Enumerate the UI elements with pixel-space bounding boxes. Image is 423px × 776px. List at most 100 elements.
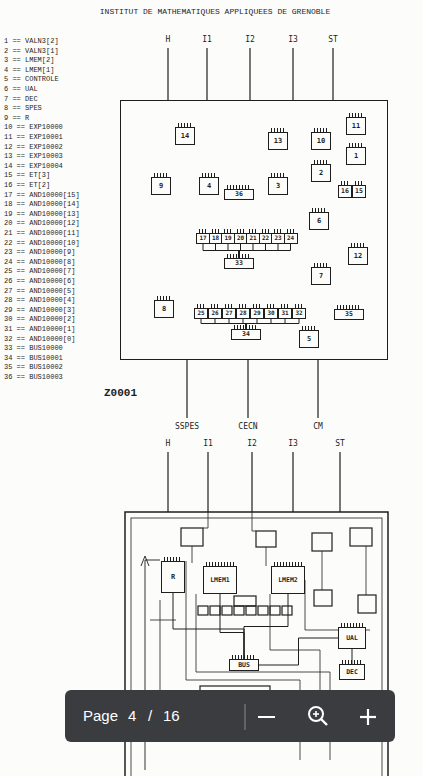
component-key: 14 == EXP10004: [4, 163, 63, 170]
component-key: 27 == AND10000[5]: [4, 288, 75, 295]
viewer-control: Page: [83, 708, 118, 723]
drawing-stroke: [192, 546, 193, 563]
component-key: 19 == AND10000[13]: [4, 211, 80, 218]
viewer-control: 16: [163, 708, 180, 723]
signal-name: CM: [313, 423, 323, 431]
signal-name: SSPES: [175, 423, 199, 431]
component-key: 16 == ET[2]: [4, 182, 50, 189]
chip-box: 34: [231, 329, 261, 340]
board-name: Z0001: [104, 387, 137, 399]
chip-number: 28: [239, 310, 246, 316]
signal-name: I3: [288, 36, 298, 44]
stroke-group: [125, 48, 388, 776]
drawing-stroke: [167, 452, 168, 512]
chip-box: 31: [278, 308, 292, 319]
chip-box: BUS: [229, 659, 259, 671]
chip-number: 36: [235, 191, 243, 198]
chip-box: 15: [352, 185, 366, 198]
drawing-stroke: [198, 606, 208, 615]
component-key: 12 == EXP10002: [4, 144, 63, 151]
drawing-stroke: [270, 594, 380, 700]
drawing-stroke: [210, 606, 220, 615]
drawing-stroke: [309, 707, 323, 721]
chip-number: 31: [281, 310, 288, 316]
component-key: 2 == VALN3[1]: [4, 48, 59, 55]
chip-number: BUS: [238, 662, 250, 669]
drawing-stroke: [322, 551, 323, 590]
component-key: 31 == AND10000[1]: [4, 326, 75, 333]
chip-box: 4: [199, 177, 219, 195]
signal-name: ST: [328, 36, 338, 44]
component-key: 7 == DEC: [4, 96, 38, 103]
chip-number: LMEM1: [210, 577, 230, 584]
chip-number: 32: [295, 310, 302, 316]
component-key: 26 == AND10000[6]: [4, 278, 75, 285]
chip-box: 32: [292, 308, 306, 319]
chip-box: LMEM2: [271, 566, 305, 594]
chip-box: 16: [338, 185, 352, 198]
chip-number: 1: [354, 153, 358, 160]
component-key: 36 == BUS10003: [4, 374, 63, 381]
drawing-stroke: [207, 452, 208, 512]
chip-box: R: [161, 561, 185, 593]
signal-name: H: [166, 36, 171, 44]
component-key: 35 == BUS10002: [4, 364, 63, 371]
chip-number: 24: [287, 235, 294, 241]
wire: [259, 638, 338, 665]
component-key: 10 == EXP10000: [4, 124, 63, 131]
chip-number: 18: [212, 235, 219, 241]
chip-box: 11: [346, 117, 366, 135]
signal-name: I1: [203, 440, 213, 448]
signal-name: CECN: [238, 423, 257, 431]
viewer-control: /: [148, 708, 152, 723]
chip-box: UAL: [338, 627, 366, 649]
chip-number: 10: [317, 138, 325, 145]
chip-box: 24: [284, 233, 298, 244]
wire: [220, 594, 244, 659]
drawing-stroke: [249, 48, 250, 100]
drawing-stroke: [141, 556, 149, 566]
signal-name: H: [166, 440, 171, 448]
component-key: 28 == AND10000[4]: [4, 297, 75, 304]
component-key: 32 == AND10000[0]: [4, 336, 75, 343]
drawing-stroke: [282, 606, 292, 615]
chip-number: 17: [199, 235, 206, 241]
chip-box: 2: [311, 164, 331, 182]
drawing-stroke: [167, 48, 168, 100]
chip-number: 9: [159, 183, 163, 190]
drawing-stroke: [245, 704, 246, 730]
chip-box: 28: [236, 308, 250, 319]
drawing-stroke: [292, 48, 293, 100]
chip-box: 9: [151, 177, 171, 195]
chip-box: 25: [194, 308, 208, 319]
component-key: 1 == VALN3[2]: [4, 38, 59, 45]
drawing-stroke: [266, 547, 267, 566]
chip-number: 15: [355, 188, 363, 195]
drawing-stroke: [321, 719, 327, 725]
chip-number: 30: [267, 310, 274, 316]
signal-name: I2: [245, 36, 255, 44]
drawing-stroke: [332, 48, 333, 100]
chip-number: 22: [262, 235, 269, 241]
component-key: 25 == AND10000[7]: [4, 268, 75, 275]
drawing-stroke: [186, 360, 187, 418]
drawing-stroke: [251, 452, 252, 512]
chip-number: 5: [307, 336, 311, 343]
chip-box: 1: [346, 147, 366, 165]
chip-number: 19: [224, 235, 231, 241]
chip-box: 26: [208, 308, 222, 319]
drawing-stroke: [234, 596, 256, 606]
chip-box: 10: [311, 132, 331, 150]
chip-box: 13: [268, 132, 288, 150]
chip-number: 11: [352, 123, 360, 130]
drawing-stroke: [246, 606, 256, 615]
drawing-stroke: [312, 533, 332, 551]
component-key: 30 == AND10000[2]: [4, 316, 75, 323]
signal-name: ST: [335, 440, 345, 448]
chip-number: 27: [225, 310, 232, 316]
chip-box: 27: [222, 308, 236, 319]
drawing-stroke: [252, 512, 256, 531]
drawing-stroke: [350, 528, 372, 546]
chip-box: 33: [224, 258, 254, 269]
